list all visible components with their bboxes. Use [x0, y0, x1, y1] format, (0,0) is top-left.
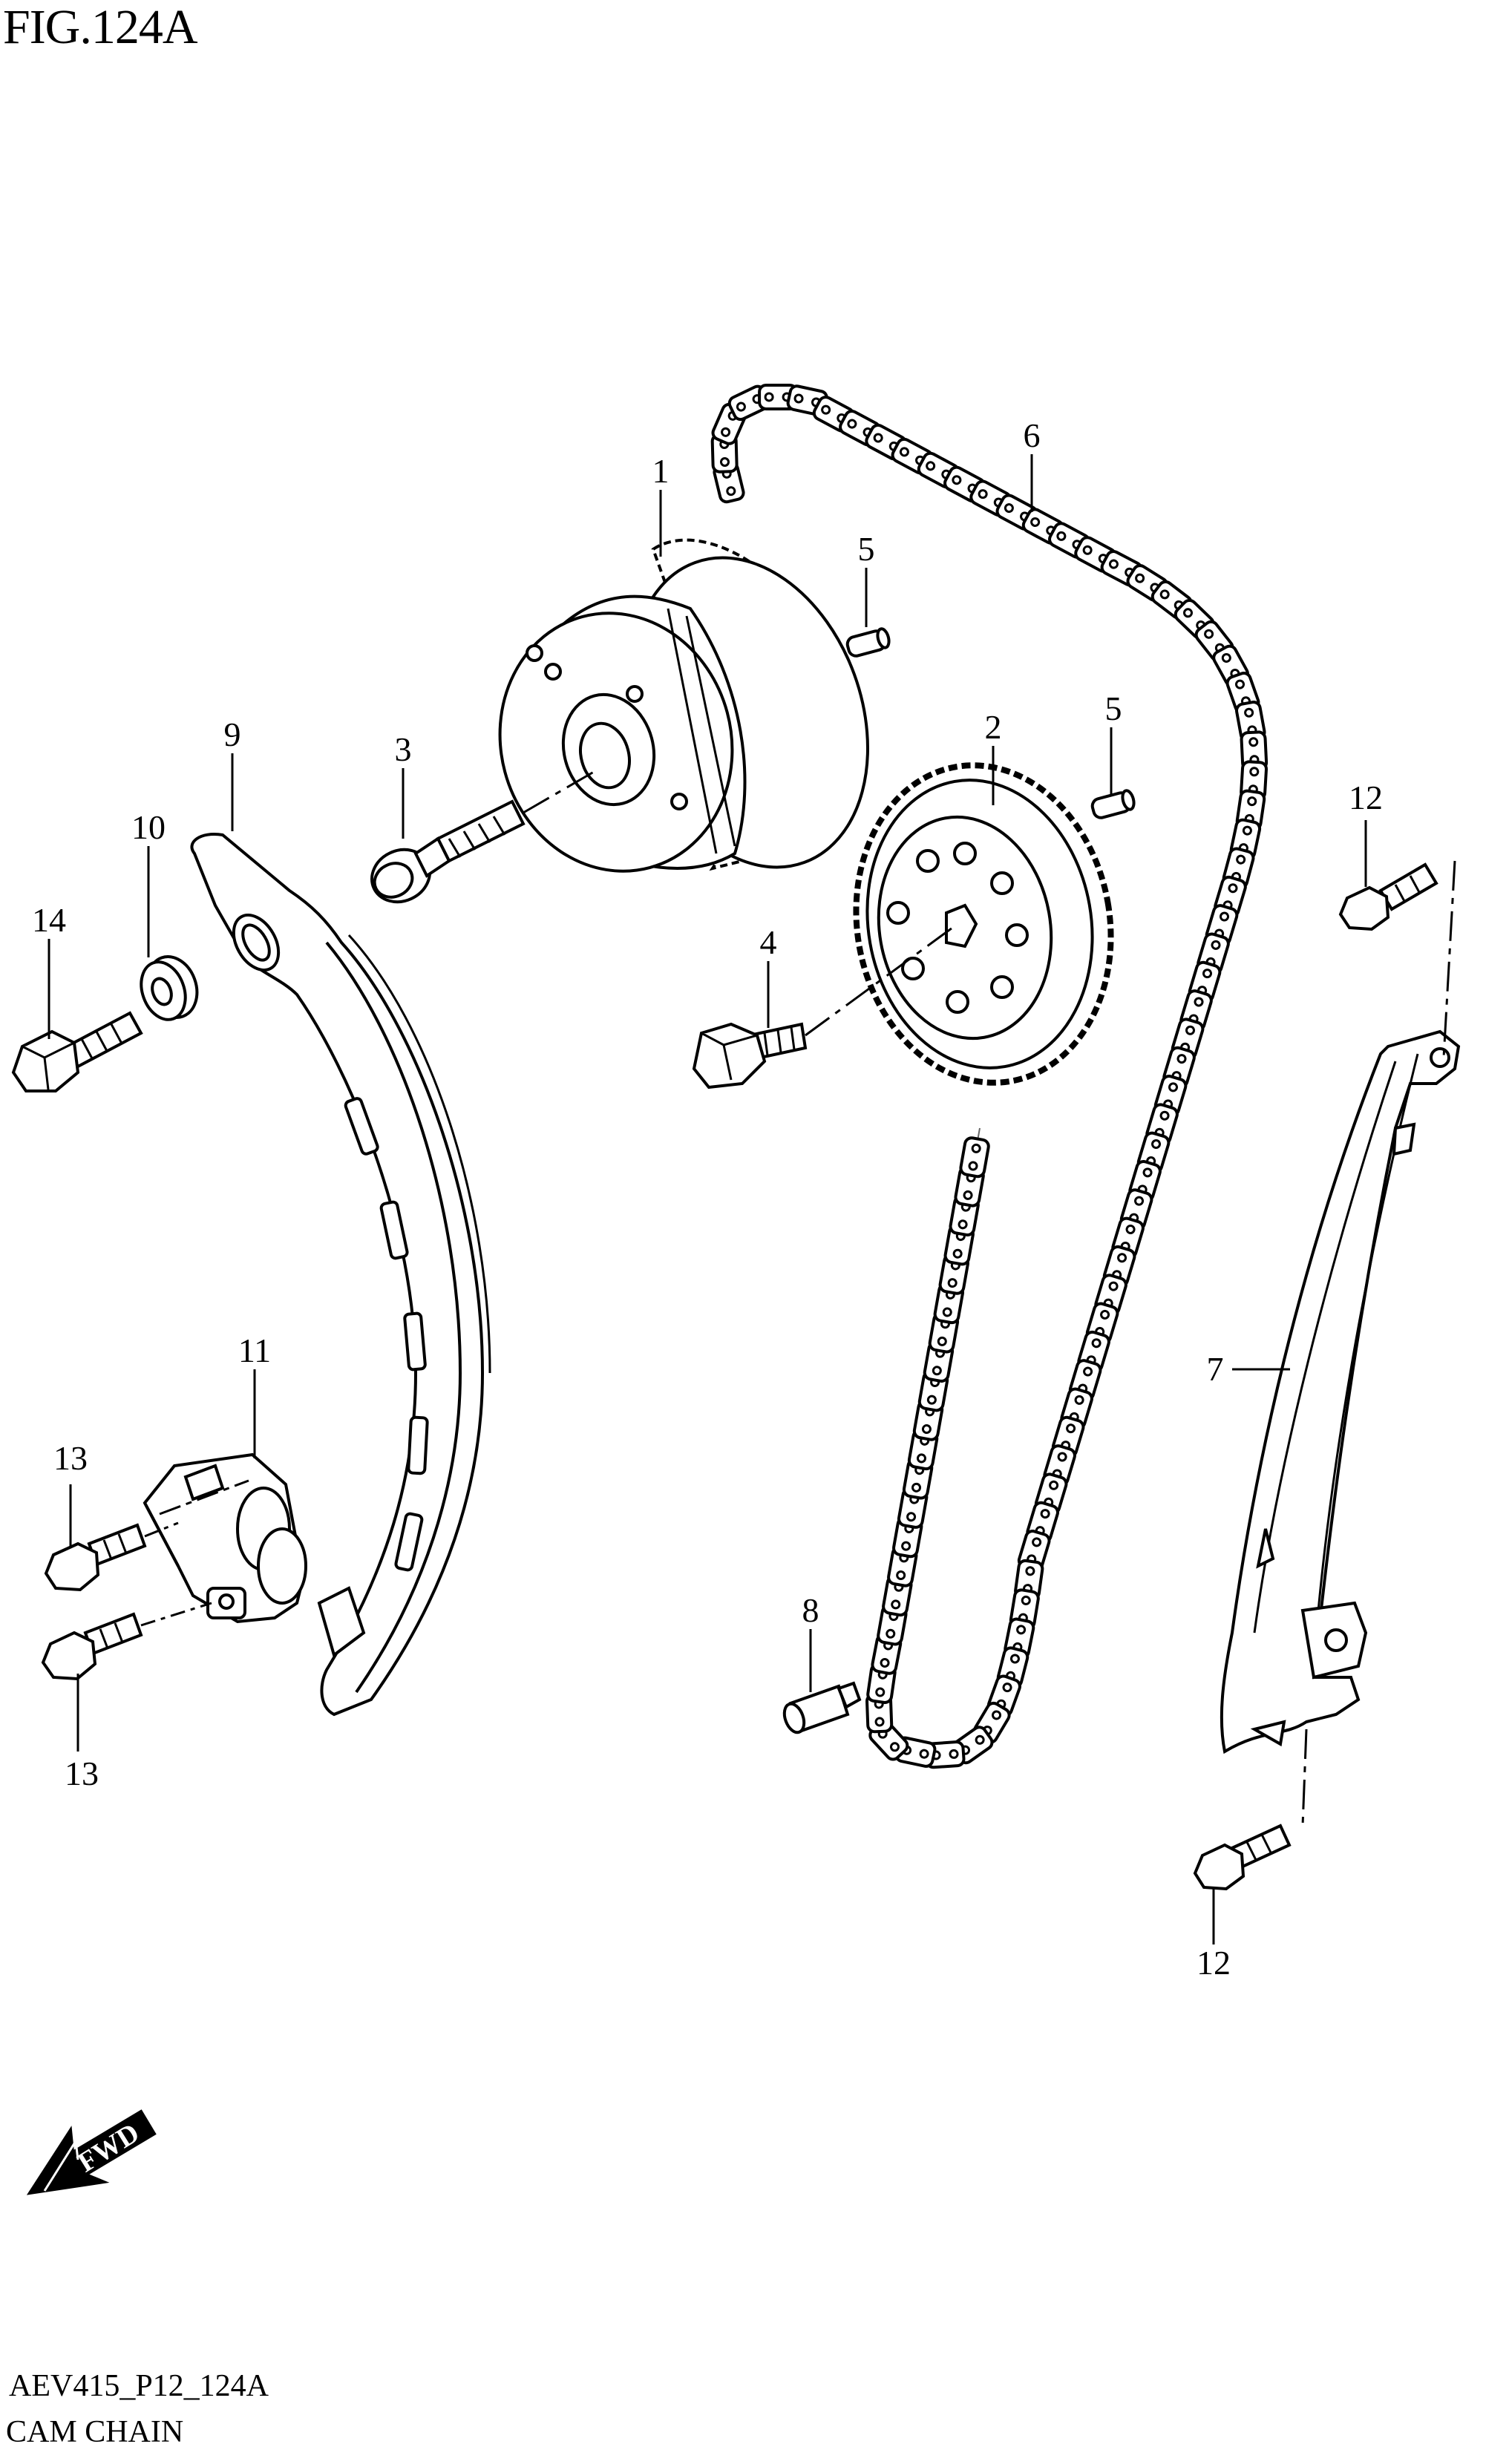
exhaust-cam-sprocket — [853, 762, 1114, 1086]
callout-9: 9 — [224, 715, 241, 753]
intake-cam-sprocket-vvt — [498, 538, 869, 873]
guide-bolt-12b — [1193, 1824, 1292, 1891]
axis-line-3 — [523, 770, 595, 814]
callout-11: 11 — [238, 1331, 271, 1369]
axis-line-12a — [1442, 860, 1456, 1058]
diagram-code: AEV415_P12_124A — [9, 2369, 269, 2403]
chain-tensioner-11 — [143, 1452, 307, 1624]
leader-lines — [48, 454, 1367, 1944]
callout-12b: 12 — [1197, 1944, 1231, 1982]
callout-1: 1 — [652, 452, 670, 490]
callout-4: 4 — [760, 923, 777, 961]
washer-10 — [140, 955, 199, 1021]
axis-line-13a — [144, 1521, 179, 1538]
axis-line-12b — [1301, 1729, 1308, 1826]
tensioner-bolt-13a — [44, 1523, 147, 1592]
tensioner-bolt-13b — [41, 1612, 143, 1681]
chain-link — [958, 1135, 992, 1179]
dowel-pin-1 — [845, 627, 891, 658]
axis-line-13b — [140, 1602, 212, 1627]
callout-6: 6 — [1024, 416, 1041, 454]
chain-guide-9 — [190, 833, 491, 1717]
callout-2: 2 — [985, 708, 1002, 746]
callout-5a: 5 — [858, 530, 875, 568]
callout-10: 10 — [131, 808, 166, 846]
callout-5b: 5 — [1105, 689, 1122, 727]
dowel-pin-2 — [1090, 789, 1136, 819]
sprocket-bolt-4 — [692, 1022, 808, 1090]
fwd-label: FWD — [73, 2117, 145, 2179]
axis-line-4 — [805, 923, 958, 1037]
callout-7: 7 — [1207, 1350, 1224, 1388]
callout-13a: 13 — [53, 1439, 88, 1477]
diagram-name: CAM CHAIN — [6, 2415, 184, 2449]
guide-bolt-12a — [1338, 862, 1438, 931]
callout-12a: 12 — [1349, 779, 1383, 816]
dowel-pin-8 — [782, 1681, 862, 1734]
callout-8: 8 — [802, 1591, 819, 1629]
callout-14: 14 — [32, 901, 66, 939]
callout-3: 3 — [395, 730, 412, 768]
figure-title: FIG.124A — [3, 0, 198, 54]
fwd-arrow-icon: FWD — [26, 2109, 157, 2195]
sprocket-bolt-3 — [370, 799, 526, 904]
guide-bolt-14 — [11, 1011, 143, 1092]
callout-13b: 13 — [65, 1754, 99, 1792]
chain-tensioner-guide-7 — [1220, 1029, 1461, 1754]
